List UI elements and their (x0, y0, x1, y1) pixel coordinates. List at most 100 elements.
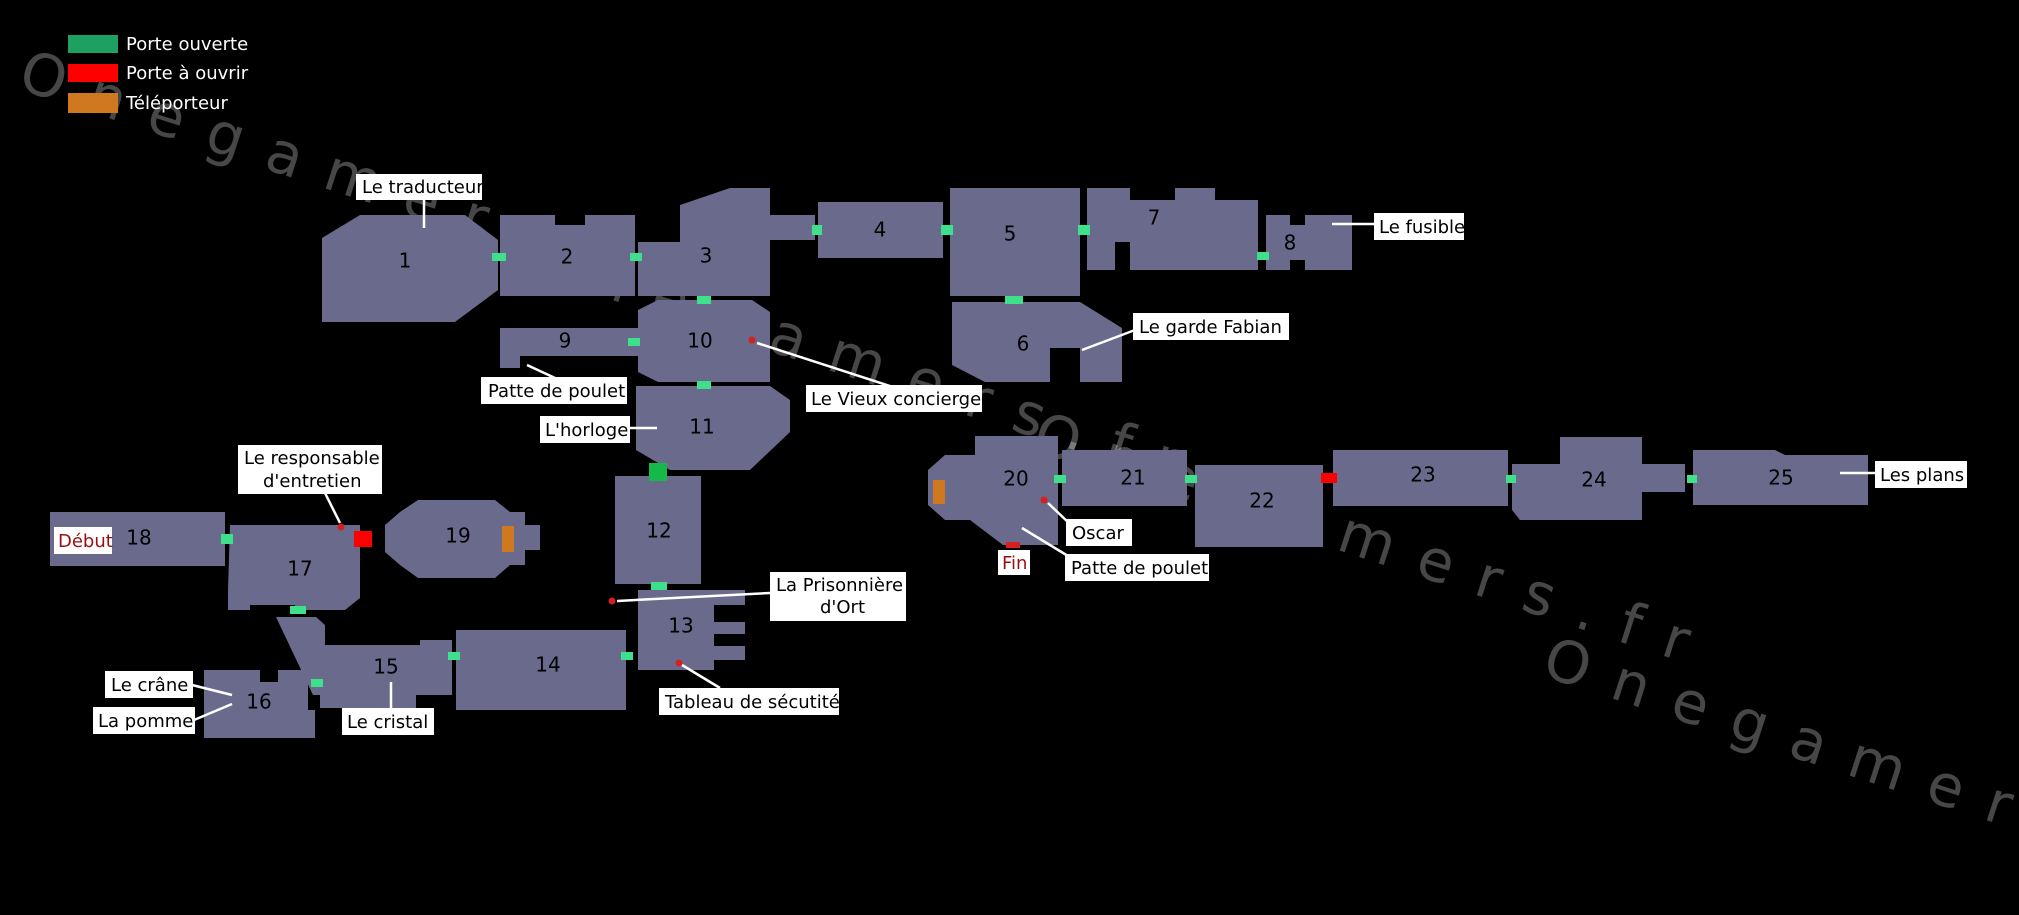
label-patte-poulet-1: Patte de poulet (488, 381, 625, 402)
leader-crane (191, 683, 233, 697)
room-number-16: 16 (246, 690, 271, 714)
label-vieux-concierge: Le Vieux concierge (811, 389, 981, 410)
room-number-22: 22 (1249, 489, 1274, 513)
label-box-plans (1875, 461, 1967, 488)
label-responsable-line2: d'entretien (263, 471, 362, 492)
label-fin: Fin (1002, 553, 1027, 574)
door-4-5 (941, 225, 953, 235)
room-4 (818, 202, 943, 258)
label-horloge: L'horloge (545, 420, 628, 441)
room-8 (1266, 215, 1352, 270)
door-9-10 (628, 338, 640, 346)
room-10 (638, 300, 770, 382)
room-number-20: 20 (1003, 467, 1028, 491)
room-3 (638, 188, 815, 296)
door-2-3 (630, 253, 642, 261)
label-pomme: La pomme (98, 711, 193, 732)
leader-prisonniere (616, 591, 771, 603)
room-14 (456, 630, 626, 710)
room-number-2: 2 (561, 245, 574, 269)
room-number-5: 5 (1004, 222, 1017, 246)
label-debut: Début (58, 531, 113, 552)
item-markers (337, 336, 1048, 667)
label-plans: Les plans (1880, 465, 1964, 486)
room-25 (1693, 450, 1868, 505)
item-dot-concierge (748, 336, 756, 344)
room-number-13: 13 (668, 614, 693, 638)
item-dot-prisonniere (608, 597, 616, 605)
label-fusible: Le fusible (1379, 217, 1465, 238)
room-21 (1062, 450, 1187, 506)
room-13 (638, 590, 745, 670)
item-dot-tableau (675, 659, 683, 667)
leader-vieux-concierge (756, 341, 897, 390)
label-tableau: Tableau de sécutité (664, 692, 840, 713)
label-box-responsable (238, 445, 382, 494)
door-5-7 (1078, 225, 1090, 235)
room-number-23: 23 (1410, 463, 1435, 487)
room-12 (615, 476, 701, 584)
open-doors (221, 225, 1697, 687)
label-box-pomme (93, 707, 195, 734)
room-numbers: 1 2 3 4 5 6 7 8 9 10 11 12 13 14 15 16 1… (126, 206, 1793, 714)
door-10-11 (697, 381, 711, 389)
label-box-crane (105, 671, 193, 698)
door-7-8 (1257, 252, 1269, 260)
label-prisonniere-line2: d'Ort (820, 597, 865, 618)
leader-patte-poulet-1 (526, 363, 556, 380)
room-22 (1195, 465, 1323, 547)
legend-label-door-to-open: Porte à ouvrir (126, 63, 249, 84)
room-number-4: 4 (874, 218, 887, 242)
label-responsable-line1: Le responsable (244, 448, 380, 469)
item-dot-fin (1006, 542, 1020, 548)
room-number-8: 8 (1284, 231, 1297, 255)
room-number-19: 19 (445, 524, 470, 548)
door-22-23-locked (1321, 473, 1337, 483)
label-box-patte-poulet-2 (1065, 554, 1209, 581)
room-number-12: 12 (646, 519, 671, 543)
teleporter-20 (933, 480, 945, 504)
room-11 (636, 386, 790, 470)
label-box-traducteur (356, 174, 482, 200)
label-box-cristal (342, 708, 434, 735)
room-number-3: 3 (700, 244, 713, 268)
room-number-18: 18 (126, 526, 151, 550)
door-20-21 (1054, 475, 1066, 483)
room-number-7: 7 (1148, 206, 1161, 230)
label-box-prisonniere (770, 572, 906, 621)
watermark-text-4: Onegamers.fr (1536, 624, 2019, 909)
label-oscar: Oscar (1072, 523, 1124, 544)
room-6 (952, 302, 1122, 382)
labels: Le traducteur Le fusible Le garde Fabian… (54, 174, 1967, 735)
label-box-horloge (540, 416, 630, 443)
leader-patte-poulet-2 (1021, 526, 1069, 558)
door-23-24 (1506, 475, 1516, 483)
room-number-25: 25 (1768, 466, 1793, 490)
leader-pomme (193, 702, 233, 722)
room-1 (322, 215, 498, 322)
room-9 (500, 328, 638, 368)
legend-label-open-door: Porte ouverte (126, 34, 248, 55)
door-21-22 (1185, 475, 1197, 483)
room-number-15: 15 (373, 655, 398, 679)
room-2 (500, 215, 635, 296)
door-17-18 (221, 534, 233, 544)
door-15-16 (311, 679, 323, 687)
label-box-vieux-concierge (806, 385, 982, 412)
room-20 (928, 436, 1058, 545)
label-box-patte-poulet-1 (481, 377, 627, 404)
room-number-24: 24 (1581, 468, 1606, 492)
teleporter-19 (502, 526, 514, 552)
room-number-10: 10 (687, 329, 712, 353)
room-number-6: 6 (1017, 332, 1030, 356)
door-1-2 (492, 253, 506, 261)
item-dot-oscar (1040, 496, 1048, 504)
legend-swatch-door-to-open (68, 64, 118, 82)
room-number-11: 11 (689, 415, 714, 439)
label-box-fusible (1374, 213, 1464, 240)
leader-tableau (681, 663, 721, 690)
legend: Porte ouverte Porte à ouvrir Téléporteur (68, 34, 249, 114)
door-14-15 (448, 652, 460, 660)
room-19 (385, 500, 540, 578)
